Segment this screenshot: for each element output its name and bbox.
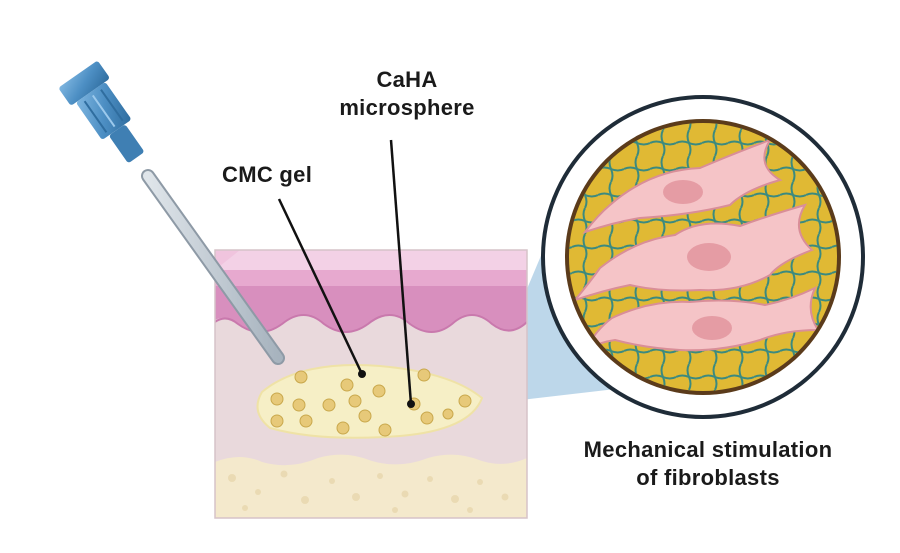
pointer-line-cmc xyxy=(277,198,364,375)
syringe-needle xyxy=(59,61,285,365)
papillary-layer xyxy=(215,286,527,332)
subcutaneous-fat-layer xyxy=(215,454,527,518)
label-caha-microsphere: CaHA microsphere xyxy=(322,66,492,122)
label-caha-line1: CaHA xyxy=(376,67,438,92)
pointer-dot-caha xyxy=(407,400,415,408)
fat-texture xyxy=(228,470,509,513)
magnified-view xyxy=(541,95,865,419)
label-mechanical-line2: of fibroblasts xyxy=(636,465,780,490)
label-mechanical-line1: Mechanical stimulation xyxy=(583,437,833,462)
fibroblast-nucleus xyxy=(663,180,703,204)
caha-microspheres xyxy=(270,368,472,437)
skin-top-face xyxy=(215,250,527,270)
pointer-dot-cmc xyxy=(358,370,366,378)
skin-cross-section xyxy=(215,250,527,518)
fibroblast-nucleus xyxy=(687,243,731,271)
label-cmc-gel-text: CMC gel xyxy=(222,162,313,187)
label-cmc-gel: CMC gel xyxy=(222,161,312,189)
label-caha-line2: microsphere xyxy=(339,95,475,120)
fibroblast-nucleus xyxy=(692,316,732,340)
label-mechanical-stimulation: Mechanical stimulation of fibroblasts xyxy=(548,436,868,492)
needle-hub xyxy=(59,61,144,163)
pointer-line-caha xyxy=(389,139,413,405)
